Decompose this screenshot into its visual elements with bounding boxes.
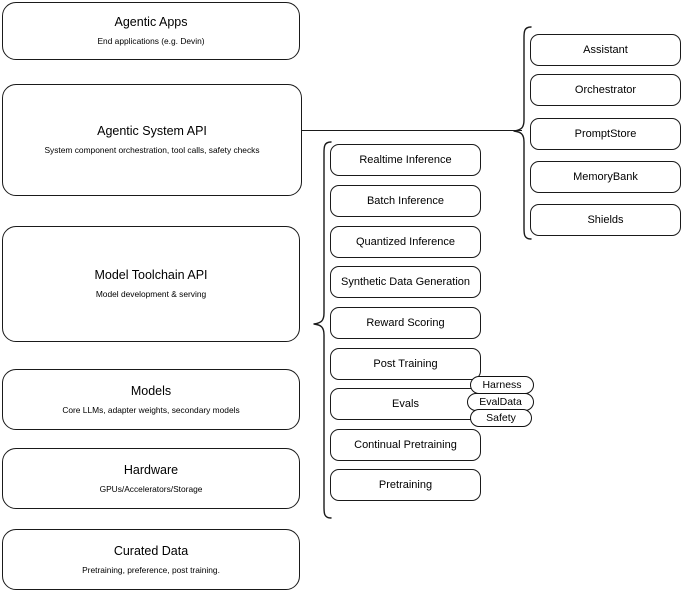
item-label: Reward Scoring (366, 317, 445, 329)
layer-hardware[interactable]: Hardware GPUs/Accelerators/Storage (2, 448, 300, 509)
item-label: PromptStore (574, 128, 637, 140)
layer-title: Models (130, 383, 172, 398)
item-label: Shields (587, 214, 624, 226)
item-label: Realtime Inference (359, 154, 452, 166)
toolchain-bracket (313, 141, 332, 519)
layer-subtitle: Pretraining, preference, post training. (82, 564, 220, 575)
item-label: Quantized Inference (355, 236, 456, 248)
agentic-system-item-assistant[interactable]: Assistant (530, 34, 681, 66)
eval-pill-harness[interactable]: Harness (470, 376, 534, 394)
toolchain-item-pretraining[interactable]: Pretraining (330, 469, 481, 501)
layer-title: Agentic System API (97, 124, 207, 139)
toolchain-item-reward-scoring[interactable]: Reward Scoring (330, 307, 481, 339)
item-label: Evals (392, 398, 419, 410)
layer-subtitle: GPUs/Accelerators/Storage (99, 483, 203, 494)
layer-models[interactable]: Models Core LLMs, adapter weights, secon… (2, 369, 300, 430)
layer-title: Model Toolchain API (94, 268, 208, 283)
item-label: Pretraining (378, 479, 433, 491)
pill-label: EvalData (479, 396, 522, 408)
pill-label: Safety (486, 412, 516, 424)
item-label: Continual Pretraining (354, 439, 457, 451)
item-label: MemoryBank (573, 171, 638, 183)
layer-subtitle: Model development & serving (95, 289, 207, 300)
toolchain-item-evals[interactable]: Evals (330, 388, 481, 420)
item-label: Batch Inference (366, 195, 445, 207)
layer-model-toolchain-api[interactable]: Model Toolchain API Model development & … (2, 226, 300, 342)
toolchain-item-quantized-inference[interactable]: Quantized Inference (330, 226, 481, 258)
agentic-system-item-memorybank[interactable]: MemoryBank (530, 161, 681, 193)
agentic-system-bracket (513, 26, 532, 240)
layer-agentic-system-api[interactable]: Agentic System API System component orch… (2, 84, 302, 196)
toolchain-item-post-training[interactable]: Post Training (330, 348, 481, 380)
eval-pill-evaldata[interactable]: EvalData (467, 393, 534, 411)
eval-pill-safety[interactable]: Safety (470, 409, 532, 427)
pill-label: Harness (482, 379, 522, 391)
toolchain-item-realtime-inference[interactable]: Realtime Inference (330, 144, 481, 176)
layer-subtitle: Core LLMs, adapter weights, secondary mo… (62, 404, 240, 415)
item-label: Assistant (583, 44, 628, 56)
connector-agentic-system-to-components (302, 130, 522, 132)
agentic-system-item-promptstore[interactable]: PromptStore (530, 118, 681, 150)
item-label: Orchestrator (574, 84, 637, 96)
agentic-system-item-orchestrator[interactable]: Orchestrator (530, 74, 681, 106)
layer-curated-data[interactable]: Curated Data Pretraining, preference, po… (2, 529, 300, 590)
layer-title: Hardware (123, 462, 179, 477)
item-label: Synthetic Data Generation (340, 276, 471, 288)
layer-title: Curated Data (113, 543, 189, 558)
layer-agentic-apps[interactable]: Agentic Apps End applications (e.g. Devi… (2, 2, 300, 60)
toolchain-item-continual-pretraining[interactable]: Continual Pretraining (330, 429, 481, 461)
toolchain-item-synthetic-data-generation[interactable]: Synthetic Data Generation (330, 266, 481, 298)
layer-subtitle: End applications (e.g. Devin) (97, 36, 205, 47)
toolchain-item-batch-inference[interactable]: Batch Inference (330, 185, 481, 217)
layer-subtitle: System component orchestration, tool cal… (44, 145, 260, 156)
layer-title: Agentic Apps (114, 15, 188, 30)
item-label: Post Training (373, 358, 438, 370)
agentic-system-item-shields[interactable]: Shields (530, 204, 681, 236)
